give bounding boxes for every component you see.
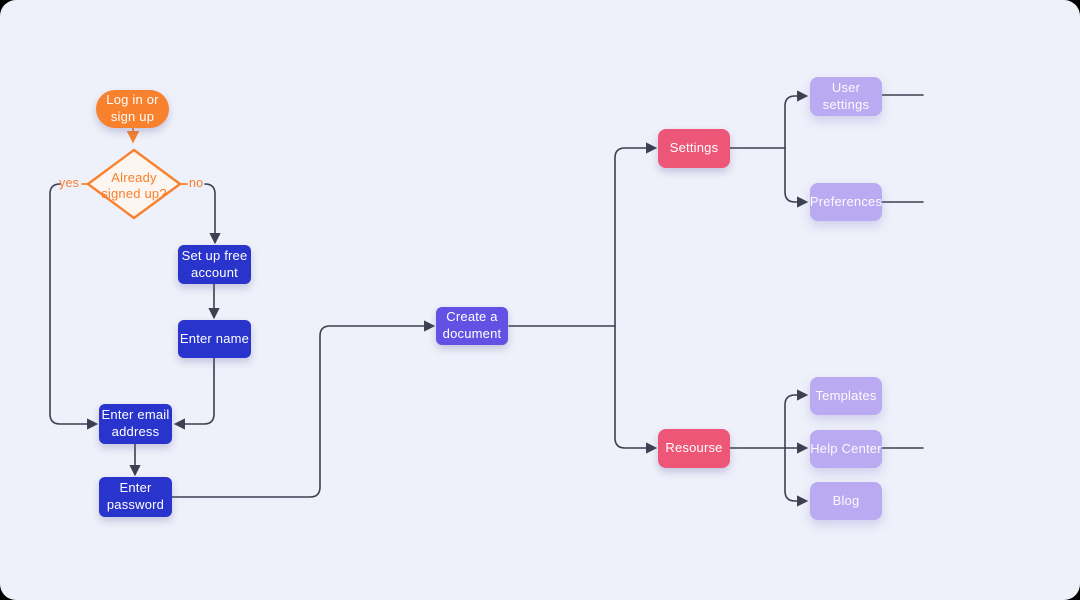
node-login-label: Log in or sign up <box>106 92 159 124</box>
node-setup-account-label: Set up free account <box>181 247 248 280</box>
node-user-settings-label: User settings <box>822 79 870 112</box>
node-settings-label: Settings <box>669 140 719 156</box>
node-settings[interactable]: Settings <box>658 129 730 168</box>
node-enter-password[interactable]: Enter password <box>99 477 172 517</box>
node-preferences-label: Preferences <box>809 193 883 209</box>
node-blog-label: Blog <box>832 492 860 508</box>
decision-diamond[interactable] <box>86 148 182 220</box>
node-blog[interactable]: Blog <box>810 482 882 520</box>
node-enter-name[interactable]: Enter name <box>178 320 251 358</box>
node-login[interactable]: Log in or sign up <box>96 90 169 128</box>
node-help-center-label: Help Center <box>810 440 882 456</box>
node-enter-email-label: Enter email address <box>101 407 170 439</box>
edge-label-yes: yes <box>59 176 80 190</box>
connector-no-setup-account <box>204 183 221 245</box>
node-enter-email[interactable]: Enter email address <box>99 404 172 444</box>
connector-settings-preferences <box>784 147 809 208</box>
node-enter-name-label: Enter name <box>179 330 250 346</box>
node-setup-account[interactable]: Set up free account <box>178 245 251 284</box>
node-enter-password-label: Enter password <box>106 480 165 512</box>
node-help-center[interactable]: Help Center <box>810 430 882 468</box>
connector-resourse-blog <box>784 447 809 507</box>
node-create-document-label: Create a document <box>442 309 502 341</box>
connector-trunk-settings <box>614 142 658 327</box>
connector-settings-user-settings <box>784 90 809 149</box>
node-decision-label: Already signed up? <box>101 170 167 202</box>
connector-resourse-templates <box>784 389 809 449</box>
connector-yes-enter-email <box>49 183 99 430</box>
node-templates[interactable]: Templates <box>810 377 882 415</box>
connector-enter-name-enter-email <box>173 357 215 430</box>
connector-password-create-document <box>171 320 436 498</box>
node-resourse-label: Resourse <box>665 440 723 456</box>
node-resourse[interactable]: Resourse <box>658 429 730 468</box>
node-preferences[interactable]: Preferences <box>810 183 882 221</box>
edge-label-no: no <box>189 176 204 190</box>
node-user-settings[interactable]: User settings <box>810 77 882 116</box>
connector-trunk-resourse <box>614 325 658 454</box>
node-create-document[interactable]: Create a document <box>436 307 508 345</box>
node-templates-label: Templates <box>815 387 877 403</box>
